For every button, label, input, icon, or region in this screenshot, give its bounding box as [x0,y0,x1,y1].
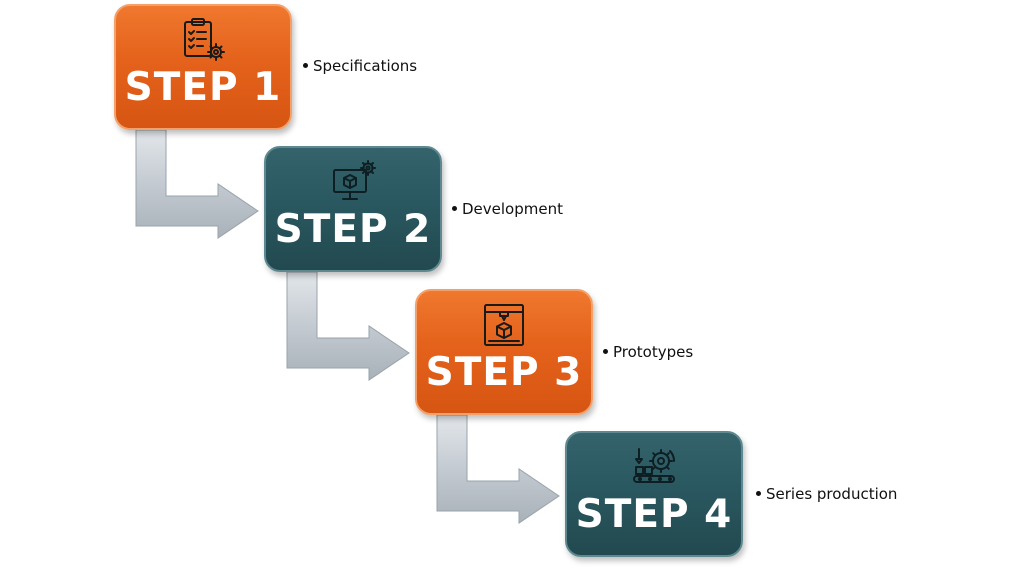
step-4-label: STEP 4 [575,492,733,537]
production-line-gear-icon [633,448,676,483]
bullet-icon [303,63,308,68]
bullet-icon [603,349,608,354]
step-1-description: Specifications [303,57,417,75]
step-3-box: STEP 3 [415,289,593,415]
step-1-description-text: Specifications [313,57,418,75]
bullet-icon [756,491,761,496]
step-1-box: STEP 1 [114,4,292,130]
arrow-step2-to-step3 [286,271,410,381]
step-3-description: Prototypes [603,343,693,361]
arrow-step3-to-step4 [436,414,560,524]
step-1-label: STEP 1 [124,65,282,110]
step-2-description: Development [452,200,563,218]
arrow-step1-to-step2 [135,129,259,239]
step-4-box: STEP 4 [565,431,743,557]
3d-printer-icon [484,304,524,346]
step-3-description-text: Prototypes [613,343,694,361]
step-3-label: STEP 3 [425,350,583,395]
step-2-box: STEP 2 [264,146,442,272]
clipboard-gear-icon [184,18,225,61]
monitor-cube-gear-icon [333,160,376,200]
bullet-icon [452,206,457,211]
step-2-label: STEP 2 [274,207,432,252]
step-2-description-text: Development [462,200,563,218]
step-4-description-text: Series production [766,485,898,503]
step-4-description: Series production [756,485,897,503]
